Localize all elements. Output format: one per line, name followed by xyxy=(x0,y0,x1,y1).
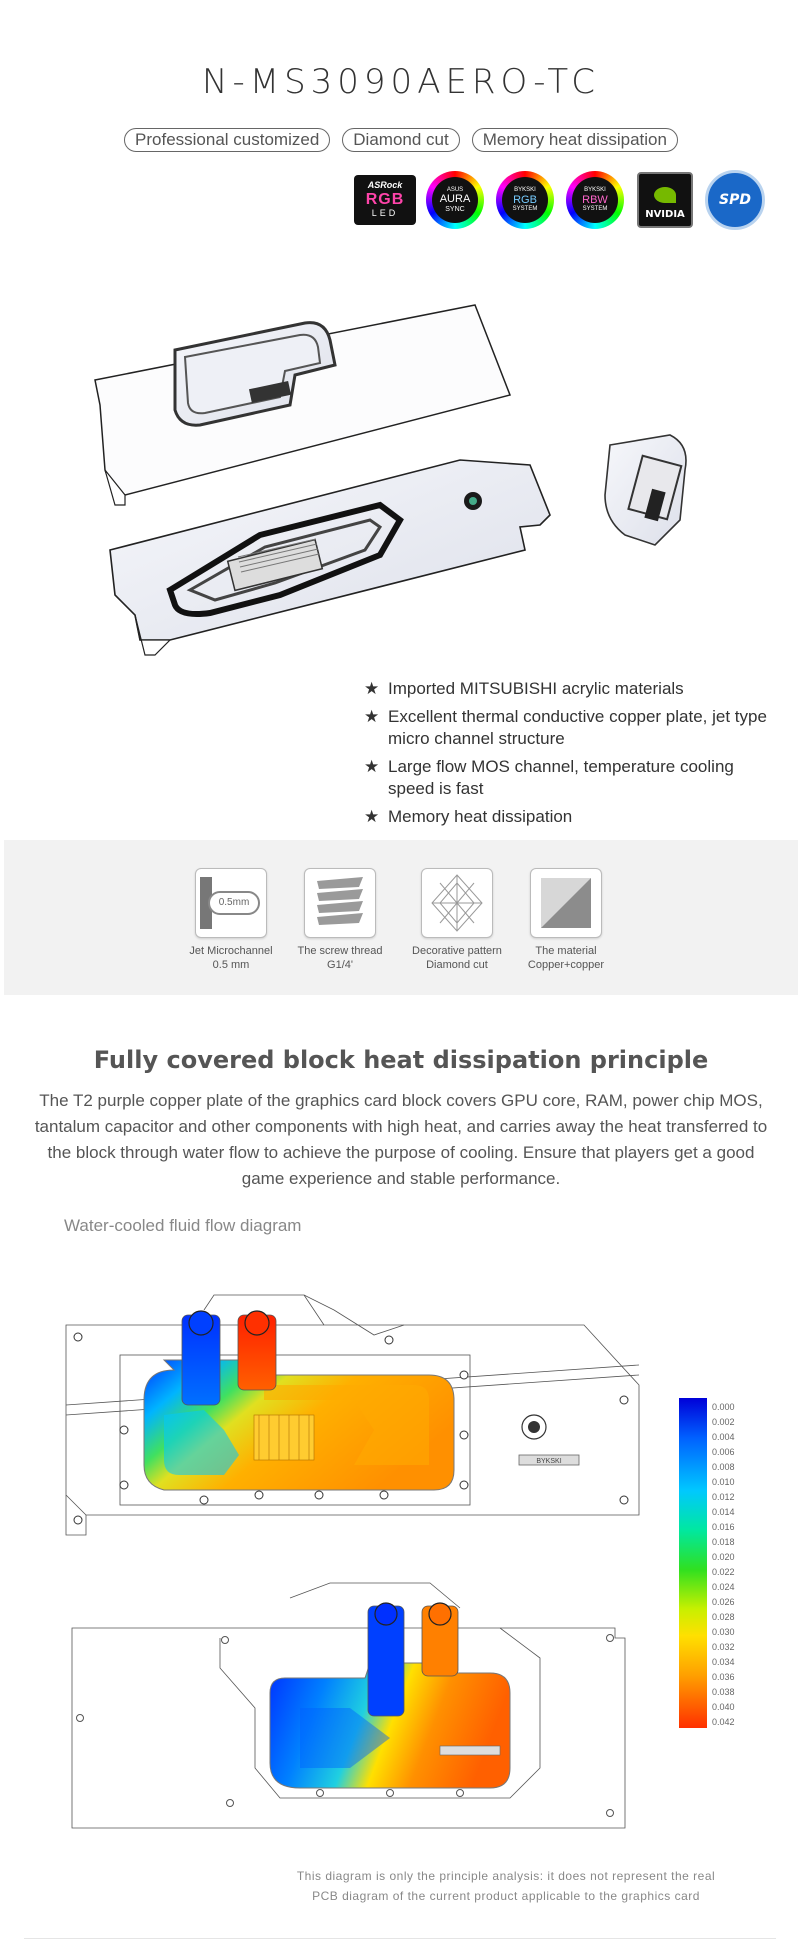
spec-material: The material Copper+copper xyxy=(521,868,611,972)
asus-brand: ASUS xyxy=(446,186,464,193)
tag-memory-heat-dissipation: Memory heat dissipation xyxy=(471,128,678,152)
legend-value: 0.004 xyxy=(712,1432,735,1442)
spec-value: 0.5 mm xyxy=(212,959,250,971)
bykski-rbw-brand: BYKSKI xyxy=(584,187,606,194)
legend-value: 0.032 xyxy=(712,1642,735,1652)
flow-diagram-top: BYKSKI xyxy=(65,1294,640,1536)
legend-color-bar xyxy=(679,1398,707,1728)
asrock-rgb: RGB xyxy=(365,191,405,209)
feature-text: Large flow MOS channel, temperature cool… xyxy=(388,757,734,798)
legend-value: 0.038 xyxy=(712,1687,735,1697)
terminal-illustration xyxy=(604,434,687,546)
legend-value: 0.012 xyxy=(712,1492,735,1502)
flow-diagram-label: Water-cooled fluid flow diagram xyxy=(64,1216,302,1235)
bykski-rgb-brand: BYKSKI xyxy=(514,187,536,194)
spec-band xyxy=(4,840,798,995)
asus-line2: SYNC xyxy=(445,205,465,213)
product-render-image xyxy=(94,304,687,656)
bykski-rbw-icon: BYKSKI RBW SYSTEM xyxy=(564,170,626,230)
legend-value: 0.040 xyxy=(712,1702,735,1712)
feature-item: ★ Imported MITSUBISHI acrylic materials xyxy=(364,678,784,700)
spec-label: Jet Microchannel xyxy=(189,945,273,957)
asrock-led: LED xyxy=(371,207,399,218)
feature-item: ★ Excellent thermal conductive copper pla… xyxy=(364,706,784,750)
legend-value: 0.006 xyxy=(712,1447,735,1457)
disclaimer: This diagram is only the principle analy… xyxy=(236,1866,776,1906)
legend-value: 0.034 xyxy=(712,1657,735,1667)
spec-value: G1/4' xyxy=(327,959,353,971)
legend-value: 0.014 xyxy=(712,1507,735,1517)
asrock-rgb-icon: ASRock RGB LED xyxy=(354,170,416,230)
material-icon xyxy=(530,868,602,938)
spec-value: Copper+copper xyxy=(527,959,605,971)
legend-value: 0.010 xyxy=(712,1477,735,1487)
legend-value: 0.030 xyxy=(712,1627,735,1637)
legend-value: 0.008 xyxy=(712,1462,735,1472)
legend-value: 0.002 xyxy=(712,1417,735,1427)
disclaimer-line1: This diagram is only the principle analy… xyxy=(296,1869,716,1883)
spec-diamond-cut: Decorative pattern Diamond cut xyxy=(412,868,502,972)
backplate-illustration xyxy=(94,304,512,506)
feature-item: ★ Large flow MOS channel, temperature coo… xyxy=(364,756,784,800)
legend-value: 0.042 xyxy=(712,1717,735,1727)
tag-diamond-cut: Diamond cut xyxy=(342,128,460,152)
spec-value: Diamond cut xyxy=(426,959,488,971)
spec-jet-microchannel: 0.5mm Jet Microchannel 0.5 mm xyxy=(186,868,276,972)
bykski-rgb-line1: RGB xyxy=(513,193,537,206)
feature-tags: Professional customized Diamond cut Memo… xyxy=(0,128,802,152)
spd-label: SPD xyxy=(705,170,765,230)
product-title: N-MS3090AERO-TC xyxy=(202,62,600,102)
legend-value: 0.022 xyxy=(712,1567,735,1577)
bykski-rgb-line2: SYSTEM xyxy=(512,206,538,213)
feature-list: ★ Imported MITSUBISHI acrylic materials ★… xyxy=(364,678,784,834)
legend-value: 0.020 xyxy=(712,1552,735,1562)
feature-text: Memory heat dissipation xyxy=(388,807,573,826)
diamond-cut-icon xyxy=(421,868,493,938)
legend-value: 0.018 xyxy=(712,1537,735,1547)
legend-value: 0.000 xyxy=(712,1402,735,1412)
screw-thread-icon xyxy=(304,868,376,938)
asus-line1: AURA xyxy=(439,193,471,206)
footer-divider xyxy=(24,1938,776,1939)
legend-value: 0.024 xyxy=(712,1582,735,1592)
spec-label: The material xyxy=(535,945,597,957)
legend-value: 0.036 xyxy=(712,1672,735,1682)
water-block-illustration xyxy=(109,459,551,656)
principle-heading: Fully covered block heat dissipation pri… xyxy=(93,1046,709,1074)
legend-value: 0.026 xyxy=(712,1597,735,1607)
spec-label: Decorative pattern xyxy=(412,945,502,957)
bykski-rgb-icon: BYKSKI RGB SYSTEM xyxy=(494,170,556,230)
spec-screw-thread: The screw thread G1/4' xyxy=(295,868,385,972)
star-icon: ★ xyxy=(364,807,380,826)
bykski-rbw-line2: SYSTEM xyxy=(582,206,608,213)
star-icon: ★ xyxy=(364,707,380,726)
nvidia-label: NVIDIA xyxy=(645,209,685,220)
asus-aura-sync-icon: ASUS AURA SYNC xyxy=(424,170,486,230)
bykski-rbw-line1: RBW xyxy=(582,193,608,206)
nvidia-icon: NVIDIA xyxy=(634,170,696,230)
spd-icon: SPD xyxy=(704,170,766,230)
asrock-brand: ASRock xyxy=(367,180,403,191)
feature-text: Excellent thermal conductive copper plat… xyxy=(388,707,767,748)
principle-body: The T2 purple copper plate of the graphi… xyxy=(34,1091,768,1188)
legend-value: 0.028 xyxy=(712,1612,735,1622)
tag-professional-customized: Professional customized xyxy=(124,128,331,152)
flow-diagram-bottom xyxy=(71,1582,626,1829)
feature-item: ★ Memory heat dissipation xyxy=(364,806,784,828)
jet-microchannel-icon: 0.5mm xyxy=(195,868,267,938)
feature-text: Imported MITSUBISHI acrylic materials xyxy=(388,679,684,698)
microchannel-size: 0.5mm xyxy=(208,891,260,915)
block-logo-text: BYKSKI xyxy=(536,1458,561,1465)
star-icon: ★ xyxy=(364,679,380,698)
legend-value: 0.016 xyxy=(712,1522,735,1532)
star-icon: ★ xyxy=(364,757,380,776)
disclaimer-line2: PCB diagram of the current product appli… xyxy=(312,1889,700,1903)
spec-label: The screw thread xyxy=(297,945,383,957)
compatibility-badges: ASRock RGB LED ASUS AURA SYNC BYKSKI RGB… xyxy=(354,170,766,230)
